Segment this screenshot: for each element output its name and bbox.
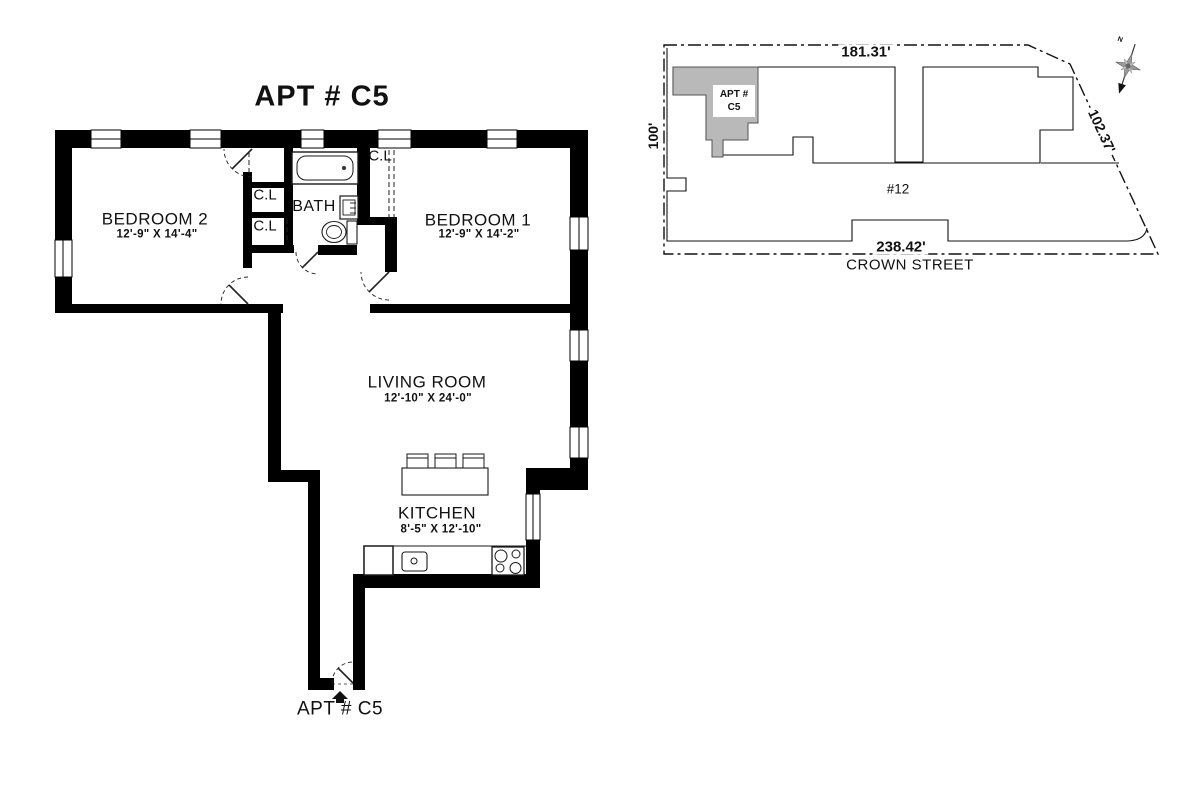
kitchen-island — [401, 467, 489, 496]
kitchen-label: KITCHEN — [397, 503, 477, 523]
window — [569, 329, 589, 362]
site-plan — [663, 43, 1160, 255]
lot-boundary — [663, 44, 1160, 255]
bathtub — [291, 151, 359, 185]
wall — [308, 678, 334, 690]
wall — [357, 147, 370, 225]
refrigerator — [363, 545, 394, 576]
wall — [353, 574, 540, 588]
entry-label: APT # C5 — [296, 698, 384, 720]
wall — [243, 212, 284, 218]
closet-bifold-doors — [248, 150, 395, 243]
bar-stools — [406, 453, 485, 469]
bedroom1-dimensions: 12'-9" X 14'-2" — [438, 228, 520, 241]
site-dim-left: 100' — [645, 119, 661, 153]
apt-marker-line2: C5 — [725, 102, 743, 113]
wall — [357, 217, 397, 225]
window — [189, 129, 222, 149]
bath-sink — [339, 195, 359, 220]
wall — [243, 245, 294, 253]
wall — [268, 304, 281, 482]
window — [486, 129, 518, 149]
window — [569, 426, 589, 459]
kitchen-dimensions: 8'-5" X 12'-10" — [400, 523, 482, 536]
wall — [385, 225, 397, 272]
floor-plan — [54, 129, 589, 703]
window — [90, 129, 122, 149]
closet-label: C.L — [253, 217, 277, 235]
wall — [370, 304, 588, 313]
wall — [243, 182, 284, 188]
closet-label: C.L — [368, 147, 392, 165]
bedroom2-door — [220, 276, 249, 305]
bedroom1-door — [360, 271, 390, 301]
site-dim-top: 181.31' — [838, 44, 894, 60]
wall — [268, 470, 320, 482]
bedroom2-label: BEDROOM 2 — [101, 209, 209, 229]
closet-label: C.L — [253, 186, 277, 204]
lot-inner-line — [666, 48, 1148, 242]
street-label: CROWN STREET — [846, 256, 974, 274]
window — [300, 129, 325, 149]
building-number: #12 — [886, 181, 910, 197]
compass-icon — [1115, 43, 1141, 94]
kitchen-sink — [401, 551, 428, 572]
toilet — [321, 220, 358, 245]
wall — [243, 172, 252, 268]
wall — [353, 574, 365, 690]
living-room-dimensions: 12'-10" X 24'-0" — [384, 392, 472, 405]
wall — [55, 130, 72, 312]
window — [54, 239, 73, 278]
wall — [308, 482, 320, 690]
bedroom1-label: BEDROOM 1 — [424, 210, 532, 230]
doors — [220, 148, 395, 685]
bath-label: BATH — [292, 198, 336, 215]
apt-marker-line1: APT # — [717, 89, 751, 100]
bath-door — [295, 251, 319, 275]
bedroom2-dimensions: 12'-9" X 14'-4" — [116, 228, 198, 241]
kitchen-fixtures — [363, 453, 526, 576]
living-room-label: LIVING ROOM — [367, 372, 487, 392]
plan-title: APT # C5 — [254, 80, 390, 113]
windows — [54, 129, 589, 541]
entry-door — [331, 661, 354, 685]
wall — [284, 147, 293, 253]
entry-arrow-icon — [332, 691, 348, 703]
window — [377, 129, 412, 149]
window — [569, 216, 589, 251]
bath-fixtures — [291, 151, 359, 245]
site-dim-bottom: 238.42' — [873, 239, 929, 255]
wall — [55, 304, 283, 313]
window — [525, 493, 541, 541]
stove — [491, 546, 525, 576]
wall — [318, 245, 357, 255]
